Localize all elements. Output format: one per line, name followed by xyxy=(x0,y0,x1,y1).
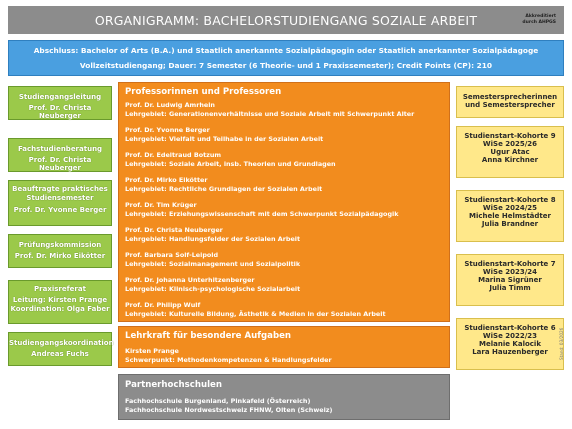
professors-box: Professorinnen und Professoren Prof. Dr.… xyxy=(118,82,450,322)
cohort-person: Marina Sigrüner xyxy=(478,276,542,284)
status-date: Stand: 03/2026 xyxy=(559,327,564,360)
partners-heading: Partnerhochschulen xyxy=(125,380,222,390)
page-title: ORGANIGRAMM: BACHELORSTUDIENGANG SOZIALE… xyxy=(94,13,478,28)
professor-area: Lehrgebiet: Klinisch-psychologische Sozi… xyxy=(125,285,301,293)
professor-name: Prof. Dr. Edeltraud Botzum xyxy=(125,151,222,159)
professor-area: Lehrgebiet: Handlungsfelder der Sozialen… xyxy=(125,235,301,243)
box-title: Praxisreferat xyxy=(34,285,86,293)
professor-name: Prof. Dr. Johanna Unterhitzenberger xyxy=(125,276,255,284)
professor-entry: Prof. Dr. Philipp Wulf Lehrgebiet: Kultu… xyxy=(125,301,386,319)
cohort-person: Julia Brandner xyxy=(481,220,539,228)
cohort-term: WiSe 2025/26 xyxy=(482,140,538,148)
accreditation-line-2: durch AHPGS xyxy=(522,20,556,25)
cohort-person: Julia Timm xyxy=(489,284,531,292)
cohort-7-box: Studienstart-Kohorte 7 WiSe 2023/24 Mari… xyxy=(456,254,564,306)
professor-entry: Prof. Dr. Yvonne Berger Lehrgebiet: Viel… xyxy=(125,126,323,144)
professor-entry: Prof. Dr. Edeltraud Botzum Lehrgebiet: S… xyxy=(125,151,336,169)
professor-entry: Prof. Dr. Christa Neuberger Lehrgebiet: … xyxy=(125,226,300,244)
professor-entry: Prof. Dr. Ludwig Amrhein Lehrgebiet: Gen… xyxy=(125,101,414,119)
box-title: Prüfungskommission xyxy=(18,241,102,249)
professor-area: Lehrgebiet: Generationenverhältnisse und… xyxy=(125,110,415,118)
special-teacher-heading: Lehrkraft für besondere Aufgaben xyxy=(125,331,292,341)
cohort-6-box: Studienstart-Kohorte 6 WiSe 2022/23 Mela… xyxy=(456,318,564,370)
box-line: Semestersprecherinnen xyxy=(462,93,558,101)
box-person: Andreas Fuchs xyxy=(31,350,89,358)
professor-name: Prof. Dr. Tim Krüger xyxy=(125,201,197,209)
box-title: Fachstudienberatung xyxy=(17,145,103,153)
box-line: und Semestersprecher xyxy=(465,101,555,109)
professor-area: Lehrgebiet: Rechtliche Grundlagen der So… xyxy=(125,185,323,193)
degree-summary-line-1: Abschluss: Bachelor of Arts (B.A.) und S… xyxy=(33,46,539,55)
professor-entry: Prof. Dr. Mirko Eikötter Lehrgebiet: Rec… xyxy=(125,176,322,194)
box-person: Koordination: Olga Faber xyxy=(10,305,110,313)
partner-item: Fachhochschule Burgenland, Pinkafeld (Ös… xyxy=(125,397,311,405)
cohort-title: Studienstart-Kohorte 9 xyxy=(464,132,556,140)
program-management-box: Studiengangsleitung Prof. Dr. Christa Ne… xyxy=(8,86,112,120)
cohort-8-box: Studienstart-Kohorte 8 WiSe 2024/25 Mich… xyxy=(456,190,564,242)
professor-area: Lehrgebiet: Kulturelle Bildung, Ästhetik… xyxy=(125,310,386,318)
degree-summary-line-2: Vollzeitstudiengang; Dauer: 7 Semester (… xyxy=(79,61,493,70)
professor-name: Prof. Dr. Mirko Eikötter xyxy=(125,176,208,184)
cohort-person: Michele Helmstädter xyxy=(469,212,551,220)
exam-board-box: Prüfungskommission Prof. Dr. Mirko Eiköt… xyxy=(8,234,112,268)
cohort-title: Studienstart-Kohorte 7 xyxy=(464,260,556,268)
professor-name: Prof. Dr. Philipp Wulf xyxy=(125,301,201,309)
special-teacher-box: Lehrkraft für besondere Aufgaben Kirsten… xyxy=(118,326,450,368)
special-teacher-focus: Schwerpunkt: Methodenkompetenzen & Handl… xyxy=(125,356,332,364)
degree-summary-box: Abschluss: Bachelor of Arts (B.A.) und S… xyxy=(8,40,564,76)
box-title: Studiengangsleitung xyxy=(18,93,102,101)
professor-area: Lehrgebiet: Erziehungswissenschaft mit d… xyxy=(125,210,399,218)
professor-entry: Prof. Dr. Tim Krüger Lehrgebiet: Erziehu… xyxy=(125,201,398,219)
cohort-term: WiSe 2023/24 xyxy=(482,268,538,276)
professor-entry: Prof. Dr. Johanna Unterhitzenberger Lehr… xyxy=(125,276,300,294)
special-teacher-entry: Kirsten Prange Schwerpunkt: Methodenkomp… xyxy=(125,347,332,365)
professor-name: Prof. Barbara Solf-Leipold xyxy=(125,251,219,259)
practice-office-box: Praxisreferat Leitung: Kirsten Prange Ko… xyxy=(8,280,112,324)
cohort-9-box: Studienstart-Kohorte 9 WiSe 2025/26 Ugur… xyxy=(456,126,564,178)
partner-universities-box: Partnerhochschulen Fachhochschule Burgen… xyxy=(118,374,450,420)
cohort-person: Anna Kirchner xyxy=(481,156,539,164)
box-title: Studiengangskoordination xyxy=(9,339,114,347)
box-person: Prof. Dr. Christa Neuberger xyxy=(28,156,92,172)
professor-name: Prof. Dr. Ludwig Amrhein xyxy=(125,101,215,109)
cohort-term: WiSe 2022/23 xyxy=(482,332,538,340)
practical-semester-box: Beauftragte praktisches Studiensemester … xyxy=(8,180,112,226)
cohort-person: Lara Hauzenberger xyxy=(472,348,548,356)
professor-area: Lehrgebiet: Soziale Arbeit, insb. Theori… xyxy=(125,160,336,168)
professor-name: Prof. Dr. Christa Neuberger xyxy=(125,226,223,234)
cohort-person: Ugur Atac xyxy=(490,148,530,156)
professor-entry: Prof. Barbara Solf-Leipold Lehrgebiet: S… xyxy=(125,251,300,269)
box-person: Leitung: Kirsten Prange xyxy=(12,296,108,304)
partners-list: Fachhochschule Burgenland, Pinkafeld (Ös… xyxy=(125,397,332,415)
box-person: Prof. Dr. Yvonne Berger xyxy=(13,206,107,214)
accreditation-note: Akkreditiert durch AHPGS xyxy=(522,14,556,26)
box-person: Prof. Dr. Mirko Eikötter xyxy=(14,252,106,260)
partner-item: Fachhochschule Nordwestschweiz FHNW, Olt… xyxy=(125,406,333,414)
academic-advising-box: Fachstudienberatung Prof. Dr. Christa Ne… xyxy=(8,138,112,172)
header-bar: ORGANIGRAMM: BACHELORSTUDIENGANG SOZIALE… xyxy=(8,6,564,34)
program-coordination-box: Studiengangskoordination Andreas Fuchs xyxy=(8,332,114,366)
class-representatives-box: Semestersprecherinnen und Semestersprech… xyxy=(456,86,564,118)
special-teacher-name: Kirsten Prange xyxy=(125,347,179,355)
professor-area: Lehrgebiet: Sozialmanagement und Sozialp… xyxy=(125,260,301,268)
professor-name: Prof. Dr. Yvonne Berger xyxy=(125,126,210,134)
box-person: Prof. Dr. Christa Neuberger xyxy=(28,104,92,120)
cohort-title: Studienstart-Kohorte 6 xyxy=(464,324,556,332)
accreditation-line-1: Akkreditiert xyxy=(525,14,556,19)
cohort-person: Melanie Kalocik xyxy=(479,340,541,348)
professor-area: Lehrgebiet: Vielfalt und Teilhabe in der… xyxy=(125,135,324,143)
cohort-term: WiSe 2024/25 xyxy=(482,204,538,212)
cohort-title: Studienstart-Kohorte 8 xyxy=(464,196,556,204)
box-title: Beauftragte praktisches Studiensemester xyxy=(12,185,108,202)
professors-heading: Professorinnen und Professoren xyxy=(125,87,282,97)
